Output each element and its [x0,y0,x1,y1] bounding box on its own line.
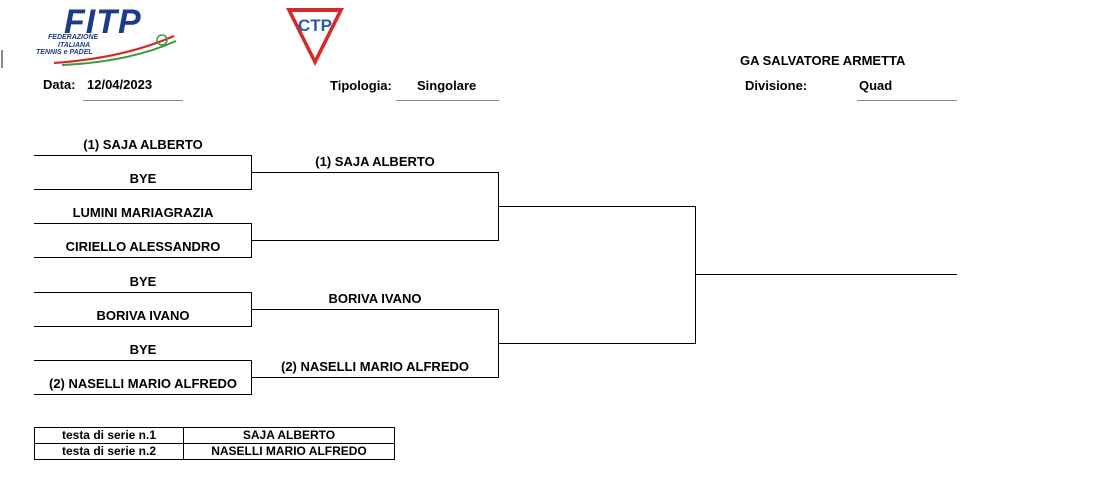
draw-slot: BYE [129,171,157,186]
draw-line [34,257,252,258]
type-label: Tipologia: [330,78,392,93]
division-value: Quad [859,78,893,93]
seeds-table: testa di serie n.1 SAJA ALBERTO testa di… [34,427,395,460]
draw-line [34,189,252,190]
draw-slot: BYE [129,274,157,289]
division-label: Divisione: [745,78,808,93]
edge-mark [1,50,3,68]
ctp-emblem: CTP [284,6,346,68]
seed-label: testa di serie n.2 [34,443,184,460]
fitp-brand: FITP [64,3,142,41]
draw-line [34,360,252,361]
draw-line [251,377,499,378]
draw-slot: BYE [129,342,157,357]
draw-slot: (2) NASELLI MARIO ALFREDO [48,376,237,391]
date-label: Data: [43,77,76,92]
draw-line [251,309,499,310]
draw-line [34,326,252,327]
seed-name: NASELLI MARIO ALFREDO [183,443,395,460]
draw-line [498,206,696,207]
draw-line [498,343,696,344]
fitp-line-3: TENNIS e PADEL [36,49,93,56]
draw-slot: CIRIELLO ALESSANDRO [65,239,221,254]
type-value: Singolare [417,78,477,93]
draw-line [34,292,252,293]
draw-slot: LUMINI MARIAGRAZIA [72,205,214,220]
fitp-logo-graphic [53,34,177,66]
fitp-logo: FITP FEDERAZIONE ITALIANA TENNIS e PADEL [34,4,184,68]
draw-line [34,394,252,395]
draw-line [251,240,499,241]
draw-line-final [695,274,957,275]
draw-line [251,172,499,173]
ctp-emblem-letters: CTP [298,16,332,35]
draw-slot: (2) NASELLI MARIO ALFREDO [280,359,469,374]
type-underline [396,100,499,101]
draw-slot: (1) SAJA ALBERTO [83,137,203,152]
ctp-emblem-graphic [286,8,344,66]
draw-slot: BORIVA IVANO [328,291,422,306]
fitp-line-2: ITALIANA [58,42,91,49]
fitp-line-1: FEDERAZIONE [48,34,99,41]
draw-connector [695,206,696,344]
draw-line [34,223,252,224]
seed-label: testa di serie n.1 [34,427,184,444]
tournament-title: GA SALVATORE ARMETTA [740,53,906,68]
draw-slot: (1) SAJA ALBERTO [315,154,435,169]
draw-line [34,155,252,156]
date-value: 12/04/2023 [87,77,153,92]
seed-name: SAJA ALBERTO [183,427,395,444]
date-underline [83,100,183,101]
draw-slot: BORIVA IVANO [96,308,190,323]
table-row: testa di serie n.1 SAJA ALBERTO [34,427,395,444]
table-row: testa di serie n.2 NASELLI MARIO ALFREDO [34,443,395,460]
division-underline [857,100,957,101]
